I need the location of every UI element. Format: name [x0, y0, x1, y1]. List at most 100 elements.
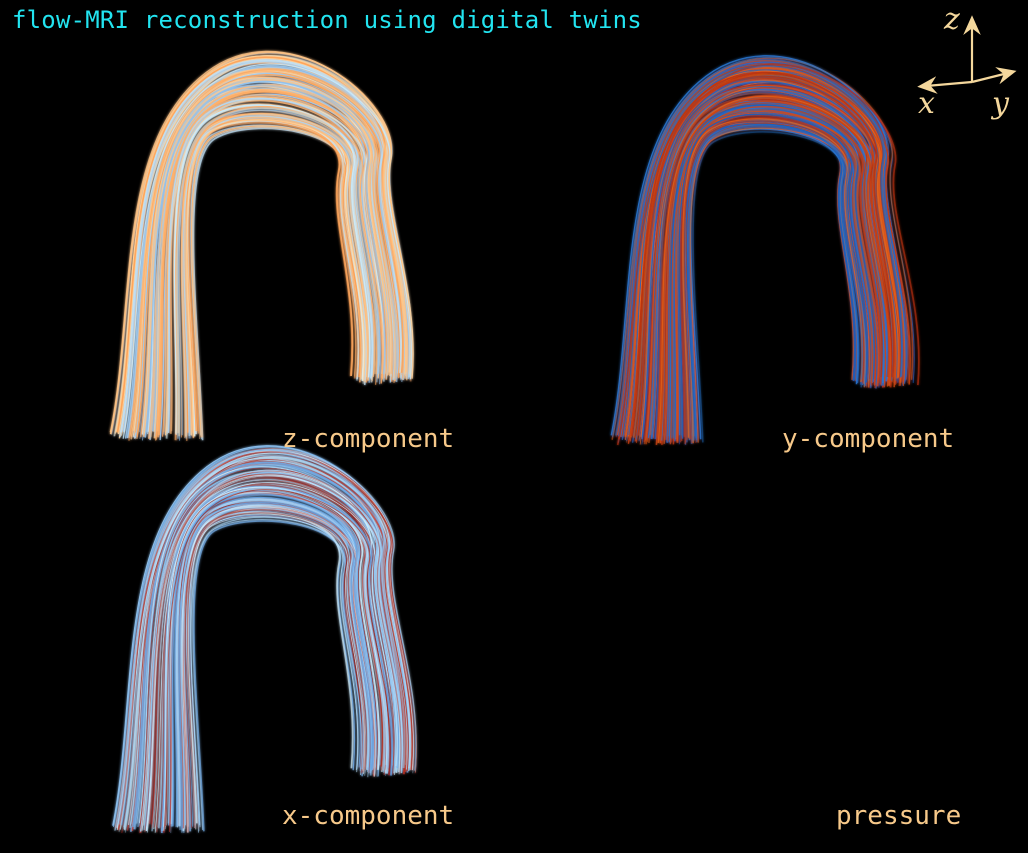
axis-x-label: x [918, 86, 935, 121]
streamline [183, 115, 367, 437]
streamline [133, 463, 403, 830]
aorta-z-component [109, 50, 414, 441]
streamline [688, 126, 867, 443]
streamline [185, 119, 354, 432]
streamline [186, 119, 363, 436]
streamline [154, 88, 389, 437]
streamline [659, 97, 891, 444]
streamline [186, 512, 364, 829]
panel-label-pressure: pressure [836, 801, 962, 831]
streamline [182, 506, 370, 830]
aorta-y-component [610, 55, 920, 446]
streamline [189, 516, 359, 828]
streamline [686, 124, 860, 439]
streamline [173, 104, 371, 434]
streamline [122, 63, 413, 439]
streamline [146, 475, 401, 833]
streamline [185, 117, 357, 432]
streamline [181, 113, 362, 433]
streamline [184, 117, 365, 436]
streamline [690, 128, 859, 440]
streamline [630, 71, 895, 437]
streamline [686, 123, 865, 441]
streamline [680, 116, 865, 438]
streamline [685, 122, 858, 437]
axis-y-label: y [992, 86, 1009, 121]
axis-x-arrow [917, 76, 973, 94]
streamline [185, 510, 362, 827]
streamline [186, 119, 369, 439]
streamline [187, 120, 359, 435]
streamline [186, 511, 354, 824]
streamline [683, 119, 867, 441]
streamline [624, 68, 906, 441]
streamline [193, 520, 364, 832]
streamline [186, 120, 365, 437]
streamline [683, 119, 865, 440]
axis-z-label: z [944, 2, 960, 37]
streamline [192, 519, 363, 831]
streamline [144, 473, 402, 833]
streamline [665, 100, 881, 440]
streamline [188, 514, 356, 826]
aorta-x-component [112, 445, 417, 834]
streamline [191, 125, 362, 438]
streamline [622, 65, 902, 438]
streamline [175, 498, 369, 826]
streamline [163, 489, 391, 833]
streamline [167, 97, 374, 433]
streamline [140, 469, 403, 832]
streamline [122, 454, 406, 828]
streamline [675, 110, 864, 436]
streamline [184, 116, 359, 433]
streamline [186, 119, 366, 437]
streamline [612, 57, 908, 438]
streamline [189, 515, 364, 830]
streamline [677, 112, 863, 436]
streamline [683, 119, 866, 440]
streamline [142, 79, 397, 437]
streamline [675, 110, 880, 443]
axis-y-arrow [971, 67, 1017, 85]
streamline [188, 122, 357, 434]
streamline [185, 119, 366, 437]
panel-label-y: y-component [782, 424, 955, 454]
streamline [636, 76, 890, 436]
streamline [176, 107, 379, 439]
streamline [183, 507, 359, 825]
streamline [674, 109, 873, 440]
streamline [174, 497, 371, 826]
streamline [114, 449, 417, 831]
streamline [163, 487, 386, 830]
streamline [109, 51, 412, 435]
streamline [616, 63, 920, 446]
figure-title: flow-MRI reconstruction using digital tw… [12, 6, 642, 34]
streamline [683, 119, 859, 437]
streamline [632, 74, 897, 438]
streamline [124, 458, 415, 833]
streamline [179, 503, 380, 833]
streamline [181, 505, 365, 826]
streamline [179, 503, 364, 826]
streamline [112, 445, 407, 825]
streamline [130, 70, 409, 440]
streamline [190, 124, 359, 436]
streamline [136, 74, 400, 437]
streamline [184, 116, 365, 436]
streamline [685, 122, 855, 436]
streamline [184, 509, 366, 828]
panel-label-x: x-component [282, 801, 455, 831]
streamline [119, 450, 403, 825]
streamline [685, 122, 856, 437]
streamline [683, 119, 857, 436]
streamline [178, 502, 362, 824]
streamline [166, 488, 376, 826]
streamline [139, 467, 395, 827]
streamline [183, 116, 363, 435]
streamline [682, 118, 863, 438]
streamline [188, 513, 366, 830]
streamline [177, 500, 377, 831]
streamline [150, 85, 393, 438]
streamline [171, 493, 374, 827]
streamline [176, 499, 370, 827]
